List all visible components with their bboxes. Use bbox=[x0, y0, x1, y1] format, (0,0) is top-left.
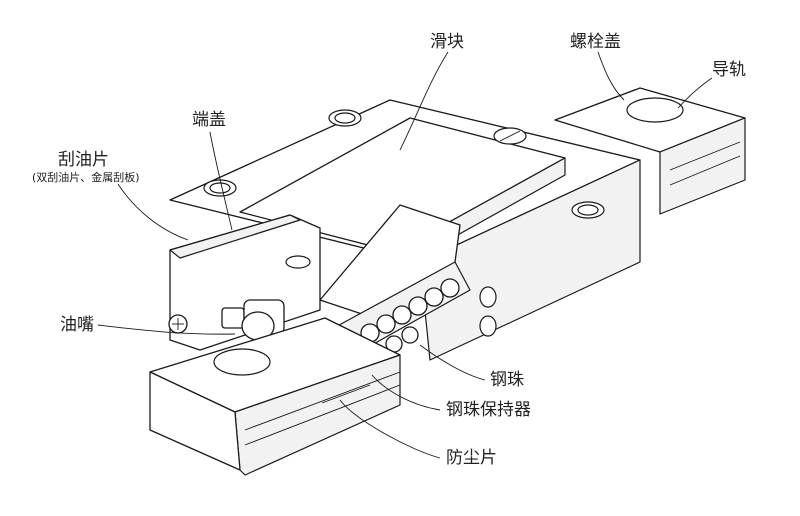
leader-end-cap bbox=[209, 131, 233, 231]
leader-ball-retainer bbox=[371, 374, 441, 411]
rail-mount-hole-near bbox=[213, 348, 271, 376]
leader-steel-ball bbox=[419, 344, 486, 381]
leader-guide-rail bbox=[677, 77, 713, 109]
guide-rail-far bbox=[554, 87, 746, 215]
label-scraper: 刮油片 bbox=[58, 150, 109, 170]
label-slider: 滑块 bbox=[430, 32, 464, 52]
label-end-cap: 端盖 bbox=[192, 110, 226, 130]
label-ball-retainer: 钢珠保持器 bbox=[446, 400, 531, 420]
grease-nipple bbox=[168, 299, 285, 341]
label-grease-nipple: 油嘴 bbox=[60, 315, 94, 335]
leader-bolt-cap bbox=[597, 51, 625, 101]
rail-mount-hole-far bbox=[626, 97, 684, 123]
label-bolt-cap: 螺栓盖 bbox=[570, 32, 621, 52]
label-steel-ball: 钢珠 bbox=[490, 370, 524, 390]
label-scraper-note: (双刮油片、金属刮板) bbox=[32, 171, 140, 184]
guide-rail-near bbox=[149, 317, 401, 476]
label-dust-seal: 防尘片 bbox=[446, 448, 497, 468]
leader-slider bbox=[399, 51, 449, 151]
leader-lines bbox=[97, 51, 713, 459]
label-guide-rail: 导轨 bbox=[712, 60, 746, 80]
leader-scraper bbox=[117, 183, 189, 241]
leader-dust-seal bbox=[339, 399, 441, 459]
leader-grease-nipple bbox=[97, 324, 236, 335]
dust-seal bbox=[321, 384, 371, 404]
steel-balls bbox=[329, 261, 471, 371]
